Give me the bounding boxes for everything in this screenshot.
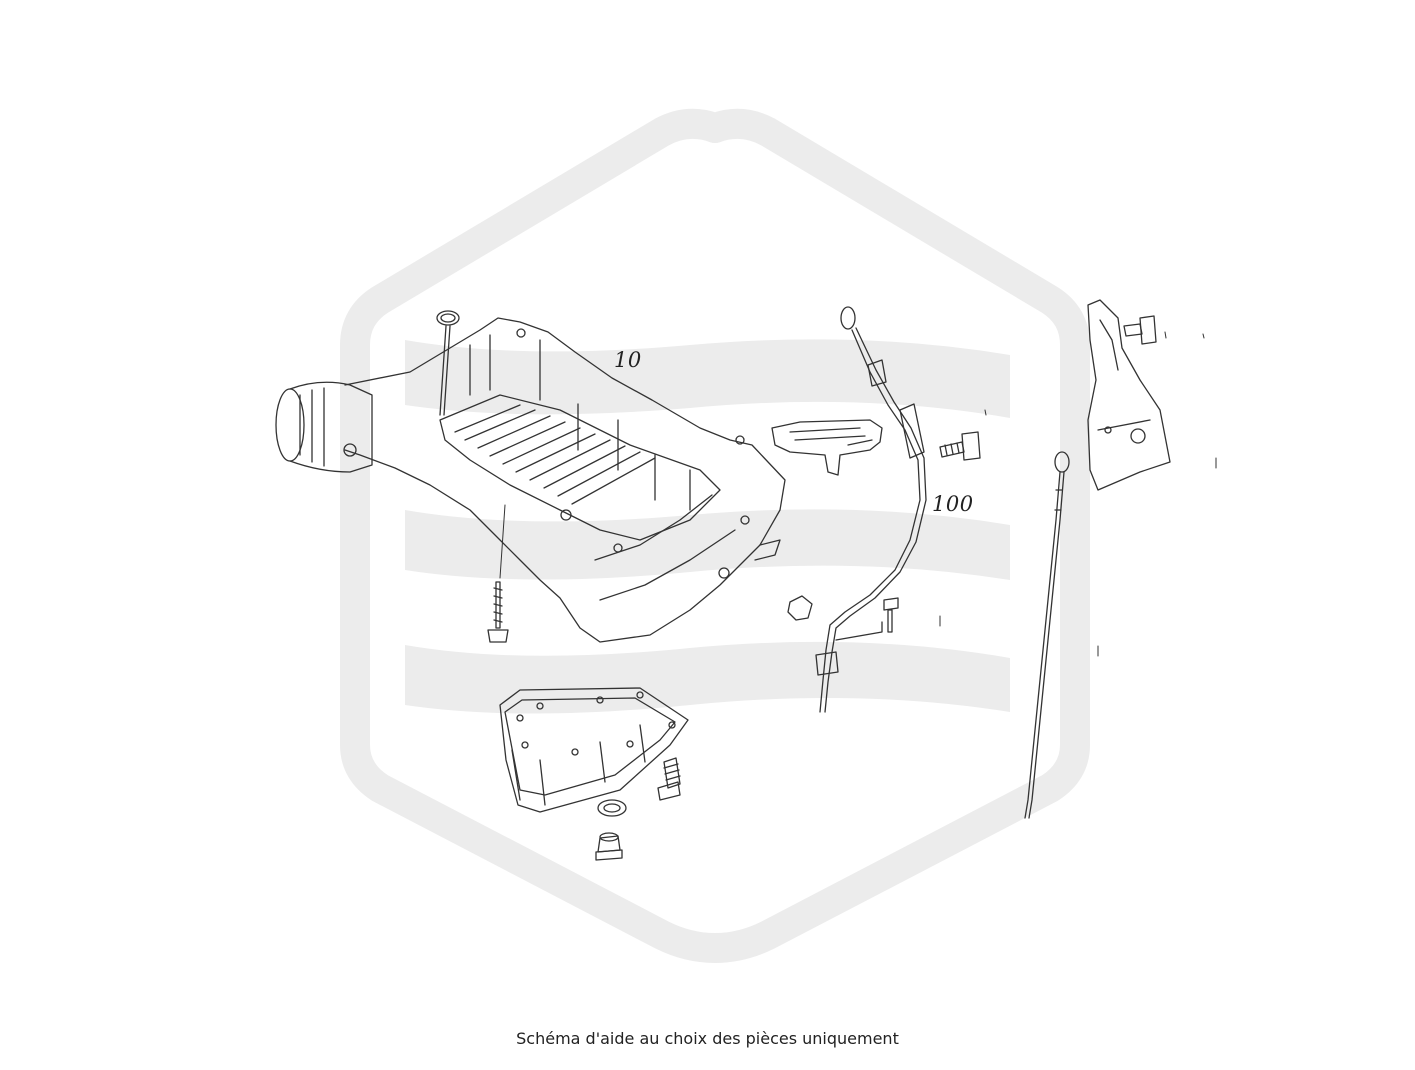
bracket-bolt[interactable]: [1123, 315, 1157, 345]
part-label-100[interactable]: 100: [932, 492, 974, 516]
diagram-caption: Schéma d'aide au choix des pièces unique…: [516, 1029, 899, 1048]
dipstick-guide-tube[interactable]: [815, 306, 927, 713]
upper-oil-pan[interactable]: [275, 317, 786, 643]
wiring-bracket[interactable]: [771, 419, 883, 476]
bolt[interactable]: [939, 431, 981, 461]
lower-pan-bolt[interactable]: [657, 757, 681, 801]
part-label-10[interactable]: 10: [614, 348, 642, 372]
dipstick[interactable]: [1024, 451, 1070, 819]
drain-plug-washer[interactable]: [597, 799, 627, 817]
drain-plug[interactable]: [595, 832, 623, 861]
pan-bolt[interactable]: [487, 504, 509, 643]
tube-bolt[interactable]: [883, 597, 899, 633]
seal-ring[interactable]: [436, 310, 460, 416]
clip-nut[interactable]: [787, 595, 813, 621]
lower-oil-pan[interactable]: [499, 687, 689, 813]
mounting-bracket[interactable]: [1087, 299, 1171, 491]
